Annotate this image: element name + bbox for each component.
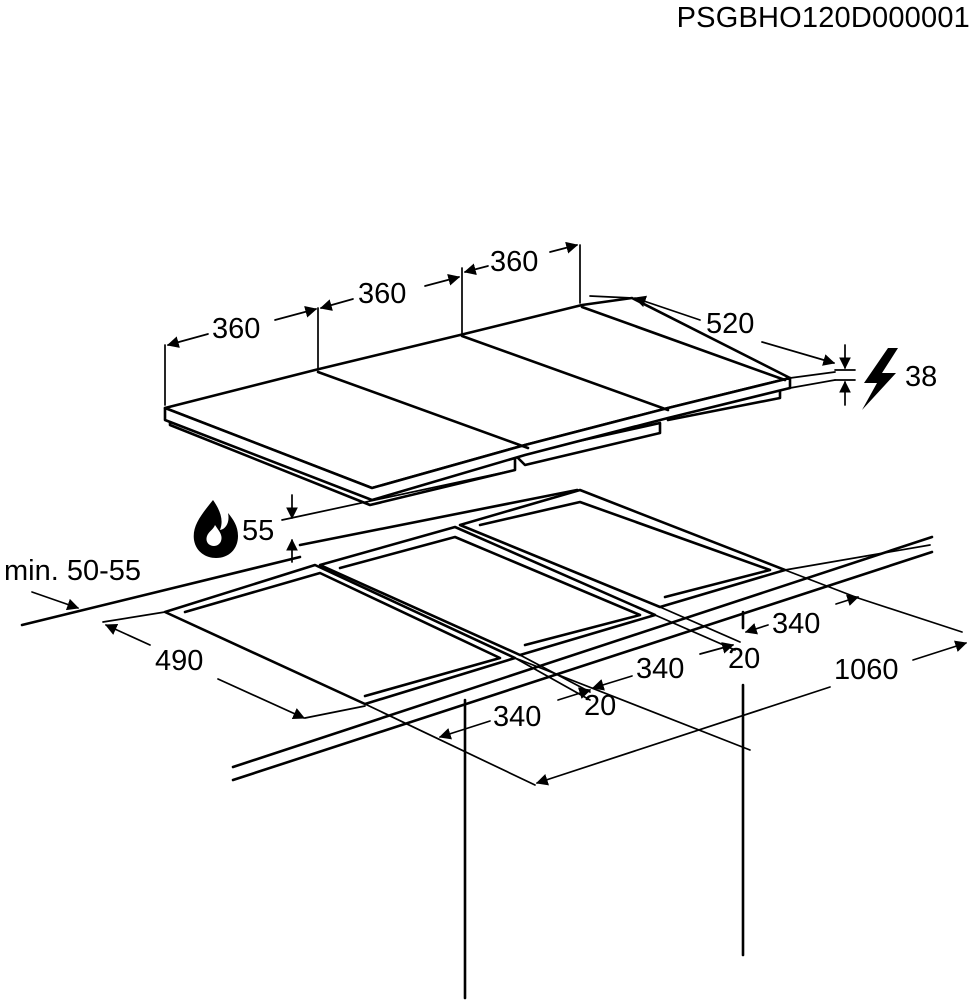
worktop: [20, 488, 934, 782]
module-width-label-2: 360: [358, 278, 406, 310]
clearance-label: 55: [242, 515, 274, 547]
module-width-label-3: 360: [490, 246, 538, 278]
module-separator-2: [460, 334, 670, 412]
cutout-1: [163, 563, 517, 706]
clearance-dimension: 55: [193, 469, 516, 563]
total-cutout-label: 1060: [834, 654, 899, 686]
hob-rear-strip: [789, 371, 836, 389]
height-dimension: 38: [834, 344, 937, 410]
cutout-width-dimensions: 340 20 340 20 340: [364, 569, 860, 786]
cutout-3: [458, 488, 787, 609]
worktop-thickness-label: min. 50-55: [4, 555, 141, 587]
hob-height-label: 38: [905, 361, 937, 393]
lightning-icon: [862, 348, 898, 410]
support-lines: [463, 610, 745, 1000]
module-width-label-1: 360: [212, 313, 260, 345]
width-extension-lines: [164, 244, 581, 406]
gap-label-2: 20: [728, 643, 760, 675]
reference-code: PSGBHO120D000001: [676, 2, 970, 34]
cutout-depth-label: 490: [155, 645, 203, 677]
depth-dimension: 520: [589, 295, 836, 366]
worktop-thickness-dimension: min. 50-55: [4, 555, 141, 611]
worktop-rear-edge: [20, 555, 302, 627]
cutout-depth-dimension: 490: [102, 611, 366, 719]
cutout-width-label-3: 340: [772, 608, 820, 640]
module-width-dimensions: 360 360 360: [166, 241, 579, 348]
cutout-width-label-1: 340: [493, 701, 541, 733]
cutout-width-label-2: 340: [636, 653, 684, 685]
module-separator-1: [316, 370, 530, 450]
flame-icon: [193, 500, 238, 558]
total-width-dimension: 1060: [535, 597, 968, 786]
gap-label-1: 20: [584, 690, 616, 722]
hob-assembly: [163, 296, 836, 507]
hob-depth-label: 520: [706, 308, 754, 340]
worktop-front-edge: [231, 535, 934, 769]
module-separator-3: [580, 305, 787, 382]
